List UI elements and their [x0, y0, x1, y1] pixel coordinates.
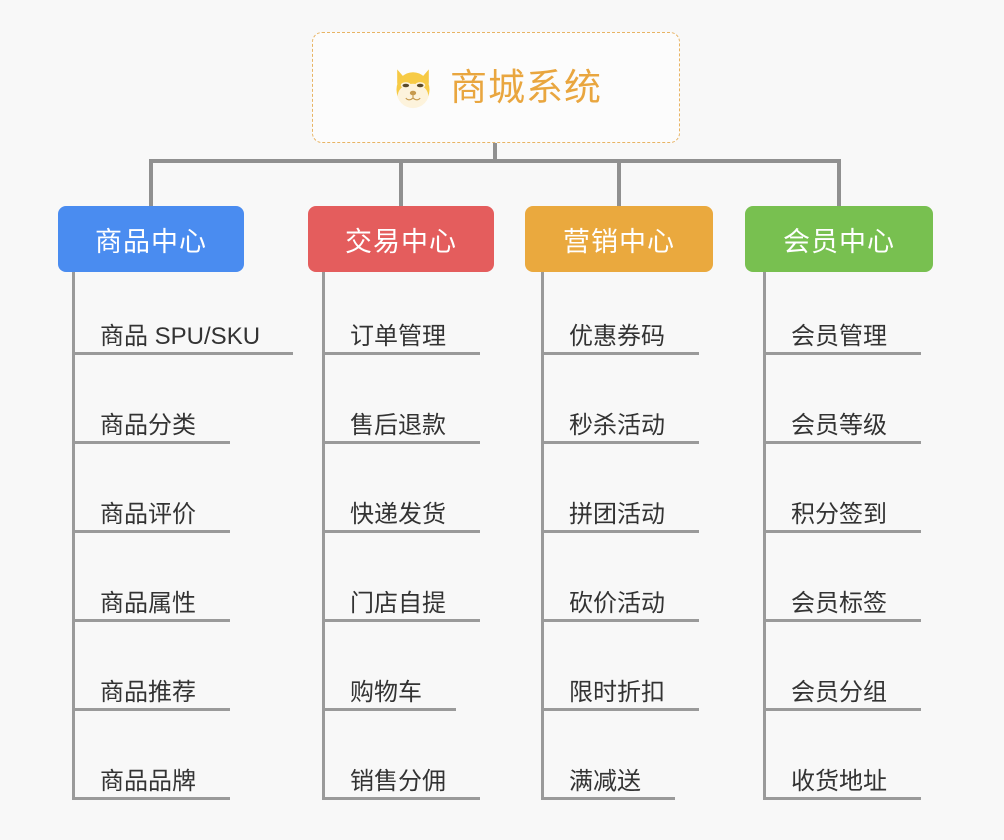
leaf-label: 订单管理 [350, 323, 446, 350]
leaf-underline [541, 352, 699, 355]
category-box-2[interactable]: 交易中心 [308, 206, 494, 272]
leaf-label: 商品品牌 [100, 768, 196, 795]
leaf-label: 商品分类 [100, 412, 196, 439]
category-label: 会员中心 [783, 226, 895, 257]
category-box-1[interactable]: 商品中心 [58, 206, 244, 272]
leaf-label: 秒杀活动 [569, 412, 665, 439]
leaf-label: 满减送 [569, 768, 641, 795]
leaf-underline [72, 797, 230, 800]
leaf-underline [322, 352, 480, 355]
connector-root-stub [493, 143, 497, 162]
leaf-label: 积分签到 [791, 501, 887, 528]
column-spine-4 [763, 272, 766, 800]
leaf-underline [72, 619, 230, 622]
leaf-label: 会员标签 [791, 590, 887, 617]
leaf-underline [322, 619, 480, 622]
category-box-4[interactable]: 会员中心 [745, 206, 933, 272]
leaf-label: 优惠券码 [569, 323, 665, 350]
leaf-underline [763, 619, 921, 622]
leaf-label: 会员分组 [791, 679, 887, 706]
leaf-underline [72, 441, 230, 444]
leaf-label: 限时折扣 [569, 679, 665, 706]
leaf-underline [72, 352, 293, 355]
category-label: 商品中心 [95, 226, 207, 257]
connector-drop-3 [617, 159, 621, 206]
leaf-underline [72, 530, 230, 533]
leaf-underline [541, 708, 699, 711]
connector-drop-1 [149, 159, 153, 206]
root-node[interactable]: 商城系统 [312, 32, 680, 143]
connector-horizontal-bar [150, 159, 840, 163]
leaf-underline [541, 619, 699, 622]
leaf-underline [72, 708, 230, 711]
leaf-label: 商品评价 [100, 501, 196, 528]
leaf-underline [763, 352, 921, 355]
column-spine-1 [72, 272, 75, 800]
leaf-label: 拼团活动 [569, 501, 665, 528]
leaf-underline [541, 530, 699, 533]
leaf-label: 会员管理 [791, 323, 887, 350]
dog-face-icon [390, 65, 436, 111]
category-box-3[interactable]: 营销中心 [525, 206, 713, 272]
leaf-underline [763, 797, 921, 800]
leaf-label: 商品推荐 [100, 679, 196, 706]
leaf-underline [322, 797, 480, 800]
leaf-underline [763, 441, 921, 444]
leaf-label: 销售分佣 [350, 768, 446, 795]
category-label: 营销中心 [563, 226, 675, 257]
leaf-label: 快递发货 [350, 501, 446, 528]
leaf-label: 售后退款 [350, 412, 446, 439]
column-spine-3 [541, 272, 544, 800]
root-title: 商城系统 [450, 67, 602, 108]
leaf-underline [763, 708, 921, 711]
leaf-label: 商品 SPU/SKU [100, 323, 261, 350]
leaf-underline [763, 530, 921, 533]
category-label: 交易中心 [345, 226, 457, 257]
leaf-underline [322, 530, 480, 533]
leaf-underline [541, 797, 675, 800]
connector-drop-4 [837, 159, 841, 206]
connector-drop-2 [399, 159, 403, 206]
column-spine-2 [322, 272, 325, 800]
leaf-label: 门店自提 [350, 590, 446, 617]
leaf-underline [322, 441, 480, 444]
leaf-label: 商品属性 [100, 590, 196, 617]
leaf-label: 会员等级 [791, 412, 887, 439]
leaf-label: 收货地址 [791, 768, 887, 795]
leaf-label: 购物车 [350, 679, 422, 706]
leaf-label: 砍价活动 [569, 590, 665, 617]
leaf-underline [322, 708, 456, 711]
leaf-underline [541, 441, 699, 444]
